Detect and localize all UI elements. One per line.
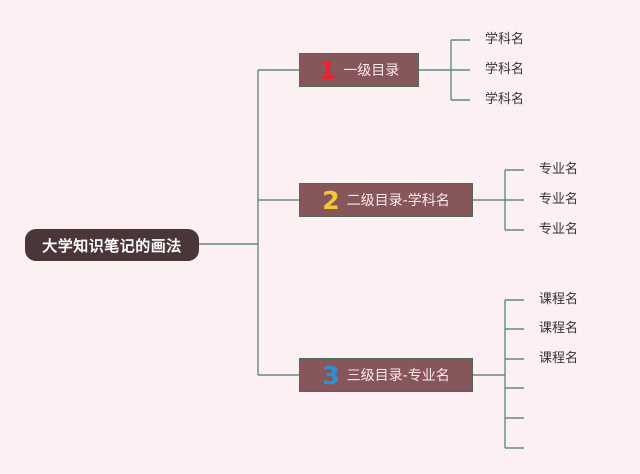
root-node[interactable]: 大学知识笔记的画法 — [25, 229, 199, 261]
level-1-child-2[interactable]: 学科名 — [485, 62, 525, 77]
root-label: 大学知识笔记的画法 — [42, 236, 182, 255]
level-1-child-1[interactable]: 学科名 — [485, 32, 525, 47]
level-2-child-1[interactable]: 专业名 — [539, 162, 579, 177]
level-1-node[interactable]: 1 一级目录 — [299, 53, 419, 87]
level-3-child-2[interactable]: 课程名 — [539, 321, 579, 336]
number-3-badge: 3 — [322, 360, 340, 390]
level-2-node[interactable]: 2 二级目录-学科名 — [299, 183, 473, 217]
level-3-child-1[interactable]: 课程名 — [539, 292, 579, 307]
level-2-label: 二级目录-学科名 — [346, 193, 450, 209]
level-1-label: 一级目录 — [343, 63, 400, 79]
number-2-badge: 2 — [322, 185, 340, 215]
level-2-child-2[interactable]: 专业名 — [539, 192, 579, 207]
level-3-node[interactable]: 3 三级目录-专业名 — [299, 358, 473, 392]
level-3-label: 三级目录-专业名 — [346, 368, 450, 384]
number-1-badge: 1 — [318, 55, 337, 85]
level-1-child-3[interactable]: 学科名 — [485, 92, 525, 107]
level-2-child-3[interactable]: 专业名 — [539, 222, 579, 237]
level-3-child-3[interactable]: 课程名 — [539, 351, 579, 366]
